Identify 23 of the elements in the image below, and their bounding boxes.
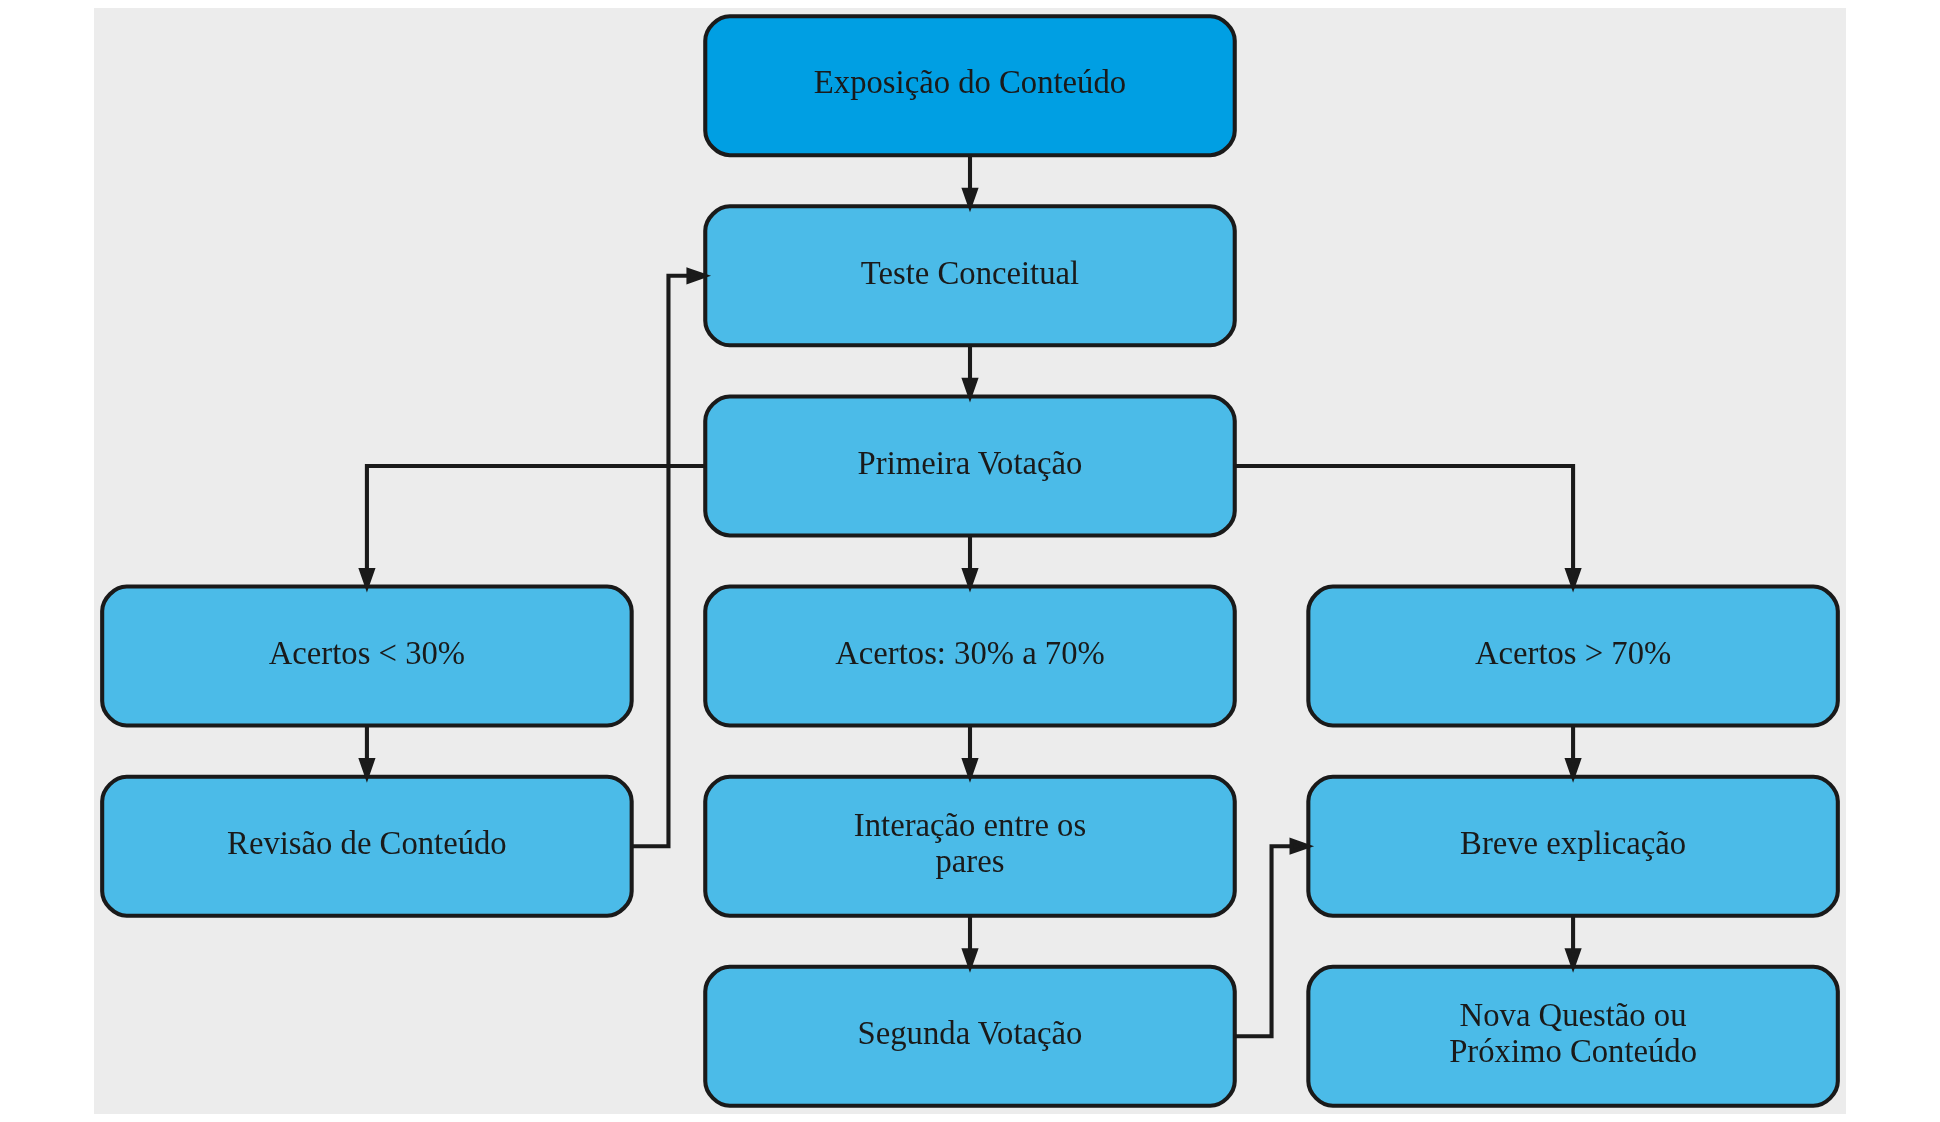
arrow (358, 725, 376, 783)
node-box: Acertos: 30% a 70% (703, 584, 1237, 728)
node-box: Nova Questão ou Próximo Conteúdo (1306, 964, 1840, 1108)
node-box: Exposição do Conteúdo (703, 14, 1237, 158)
arrow (961, 915, 979, 973)
arrow (961, 535, 979, 593)
node-box: Primeira Votação (703, 394, 1237, 538)
node-box: Revisão de Conteúdo (100, 774, 634, 918)
node-box: Breve explicação (1306, 774, 1840, 918)
arrow (632, 267, 712, 849)
arrow (1235, 463, 1582, 593)
node-box: Segunda Votação (703, 964, 1237, 1108)
arrow (1564, 725, 1582, 783)
arrow (961, 155, 979, 213)
node-box: Interação entre os pares (703, 774, 1237, 918)
node-box: Teste Conceitual (703, 204, 1237, 348)
node-box: Acertos < 30% (100, 584, 634, 728)
arrow (358, 463, 705, 593)
arrow (1564, 915, 1582, 973)
arrow (961, 345, 979, 403)
arrow (961, 725, 979, 783)
arrow (1235, 837, 1315, 1039)
node-box: Acertos > 70% (1306, 584, 1840, 728)
